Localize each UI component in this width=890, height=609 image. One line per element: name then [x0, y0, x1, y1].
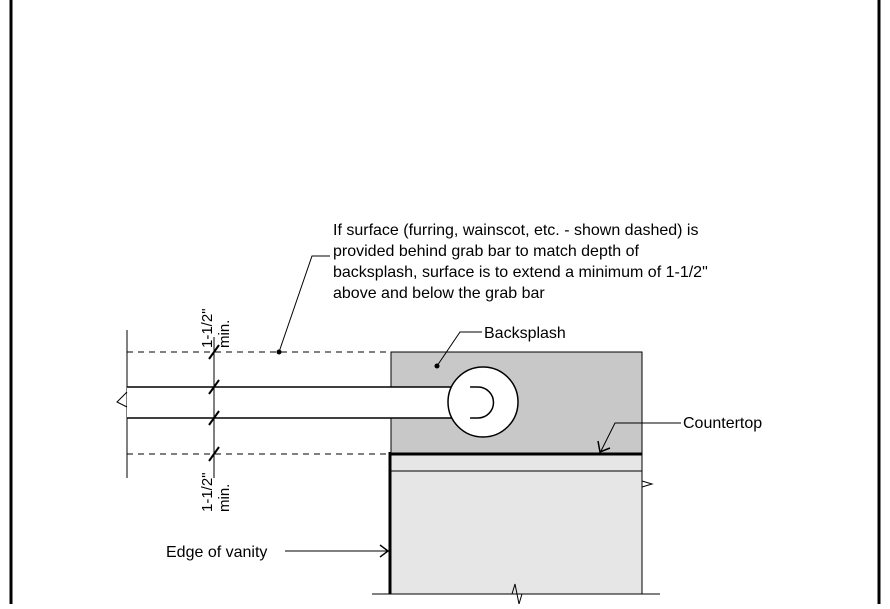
- surface-note-leader: [278, 255, 330, 353]
- dimension-top: 1-1/2" min.: [199, 308, 233, 348]
- edge-of-vanity-label: Edge of vanity: [166, 544, 267, 561]
- grab-bar: [127, 386, 495, 419]
- dimension-bottom-qualifier: min.: [216, 484, 233, 512]
- edge-of-vanity-arrowhead: [379, 544, 390, 558]
- vanity-bottom-break-line: [372, 583, 660, 605]
- countertop-label: Countertop: [683, 415, 762, 432]
- dimension-tick-bar-bottom: [208, 410, 220, 426]
- backsplash-leader-dot: [434, 363, 440, 369]
- dimension-bottom-value: 1-1/2": [199, 472, 216, 512]
- surface-note-line-2: provided behind grab bar to match depth …: [333, 243, 640, 260]
- surface-note: If surface (furring, wainscot, etc. - sh…: [333, 222, 708, 302]
- dimension-top-value: 1-1/2": [199, 308, 216, 348]
- wall-break-symbol: [116, 391, 128, 408]
- dimension-bottom: 1-1/2" min.: [199, 472, 233, 512]
- dimension-tick-bottom: [208, 446, 220, 462]
- grab-bar-end-return: [470, 386, 495, 419]
- countertop-leader-arrowhead: [597, 440, 611, 454]
- backsplash-label: Backsplash: [484, 325, 566, 342]
- vanity-right-break-line: [641, 471, 654, 594]
- countertop-leader: [600, 422, 681, 452]
- dimension-tick-bar-top: [208, 379, 220, 395]
- dimension-top-qualifier: min.: [216, 320, 233, 348]
- surface-note-leader-dot: [276, 349, 282, 355]
- surface-note-line-3: backsplash, surface is to extend a minim…: [333, 264, 708, 281]
- surface-note-line-1: If surface (furring, wainscot, etc. - sh…: [333, 222, 698, 239]
- surface-note-line-4: above and below the grab bar: [333, 285, 545, 302]
- backsplash-leader: [436, 331, 482, 367]
- dimension-tick-top: [208, 344, 220, 360]
- vanity: [390, 453, 643, 595]
